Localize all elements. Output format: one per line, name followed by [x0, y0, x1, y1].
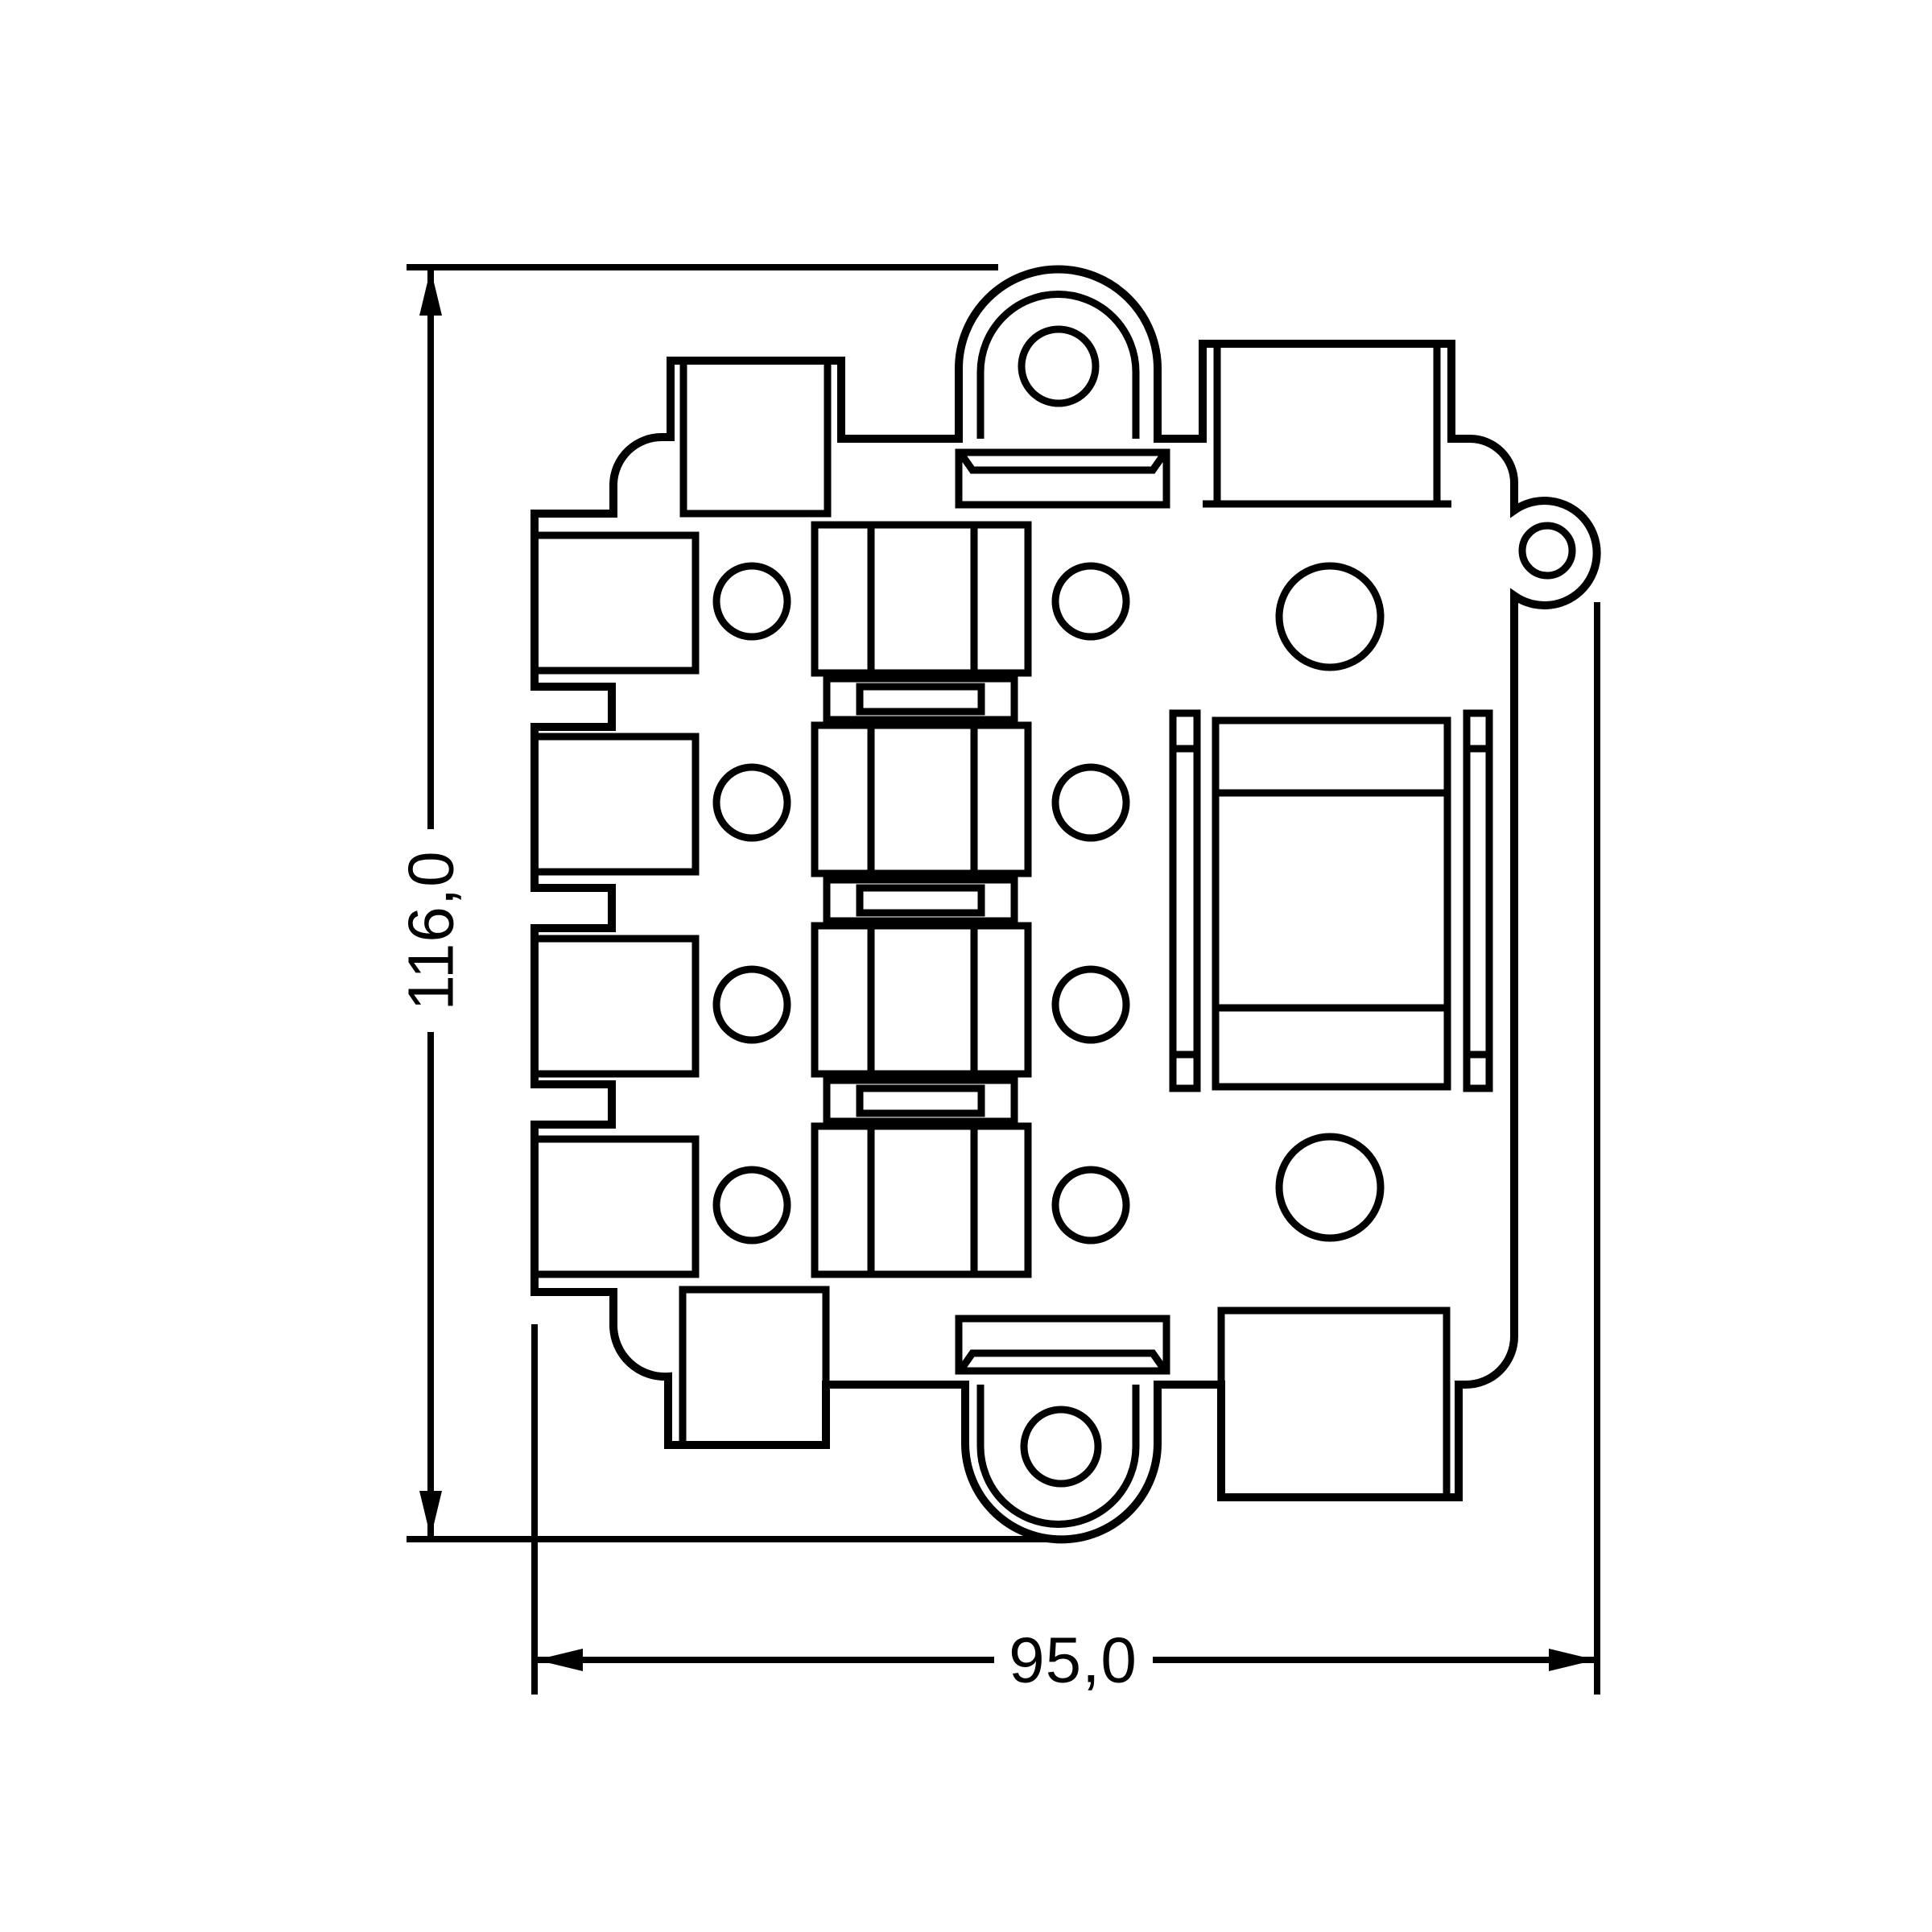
label-slot-outer: [823, 675, 1018, 724]
label-slot-2: [823, 876, 1018, 925]
relay-rail-right: [1463, 709, 1493, 1092]
bottom-left-tab: [679, 1286, 830, 1449]
vent-hole: [712, 763, 791, 842]
vent-hole: [1051, 1166, 1130, 1245]
vent-hole: [712, 965, 791, 1044]
fuse-block-row-2: [811, 721, 1032, 877]
height-dimension: 116,0: [395, 264, 1055, 1542]
fuse-block-dividers: [867, 725, 978, 873]
fuse-block-dividers: [867, 1126, 978, 1274]
part-geometry: [530, 265, 1601, 1544]
relay-rail-left-ticks: [1173, 745, 1197, 1059]
fuse-block-frame: [811, 922, 1032, 1078]
relay-cover-area: [1169, 709, 1493, 1092]
relay-cover: [1212, 716, 1451, 1091]
height-dimension-label: 116,0: [395, 850, 467, 1010]
label-slot-inner: [856, 683, 985, 716]
large-hole-bottom: [1275, 1133, 1385, 1242]
top-left-tab-inner: [679, 361, 832, 518]
fuse-block-dividers: [867, 926, 978, 1074]
top-slot: [955, 448, 1170, 509]
arrowhead-left: [536, 1649, 583, 1671]
vent-hole: [1051, 965, 1130, 1044]
fuse-block-row-3: [811, 922, 1032, 1078]
relay-cover-ribs: [1216, 789, 1447, 1012]
bottom-slot: [955, 1315, 1170, 1375]
top-ear-hole: [1018, 325, 1100, 407]
housing-outline: [530, 265, 1601, 1544]
top-right-tab-inner: [1203, 344, 1451, 508]
relay-rail-right-ticks: [1467, 745, 1489, 1059]
label-slot-inner: [856, 1084, 985, 1117]
relay-rail-left: [1169, 709, 1201, 1092]
label-slot-inner: [856, 884, 985, 917]
top-slot-groove: [958, 452, 1167, 474]
vent-hole: [712, 562, 791, 641]
vent-hole: [712, 1166, 791, 1245]
bottom-slot-frame: [955, 1315, 1170, 1375]
label-slot-outer: [823, 876, 1018, 925]
fuse-block-row-1: [811, 521, 1032, 677]
vent-hole: [1051, 763, 1130, 842]
arrowhead-down: [419, 1491, 442, 1538]
fuse-block-frame: [811, 721, 1032, 877]
large-hole-top: [1275, 562, 1385, 671]
top-slot-frame: [955, 448, 1170, 509]
width-dimension: 95,0: [531, 602, 1600, 1696]
fuse-block-frame: [811, 521, 1032, 677]
bottom-right-tab: [1217, 1307, 1451, 1501]
left-terminal-tab-1: [530, 531, 700, 675]
corner-lug-hole: [1518, 522, 1576, 580]
arrowhead-up: [419, 269, 442, 316]
bottom-slot-groove: [958, 1349, 1167, 1372]
label-slot-3: [823, 1076, 1018, 1125]
left-terminal-tab-2: [530, 733, 700, 876]
left-terminal-tab-3: [530, 935, 700, 1078]
fuse-block-frame: [811, 1122, 1032, 1278]
top-mounting-ear-inner: [976, 291, 1140, 439]
bottom-ear-hole: [1020, 1406, 1102, 1488]
width-dimension-label: 95,0: [1009, 1624, 1137, 1696]
label-slot-1: [823, 675, 1018, 724]
vent-hole: [1051, 562, 1130, 641]
left-terminal-tab-4: [530, 1135, 700, 1278]
fuse-block-dividers: [867, 525, 978, 673]
label-slot-outer: [823, 1076, 1018, 1125]
fuse-block-row-4: [811, 1122, 1032, 1278]
arrowhead-right: [1549, 1649, 1596, 1671]
dimension-annotations: 116,0 95,0: [395, 264, 1600, 1696]
bottom-mounting-ear-inner: [976, 1385, 1140, 1528]
